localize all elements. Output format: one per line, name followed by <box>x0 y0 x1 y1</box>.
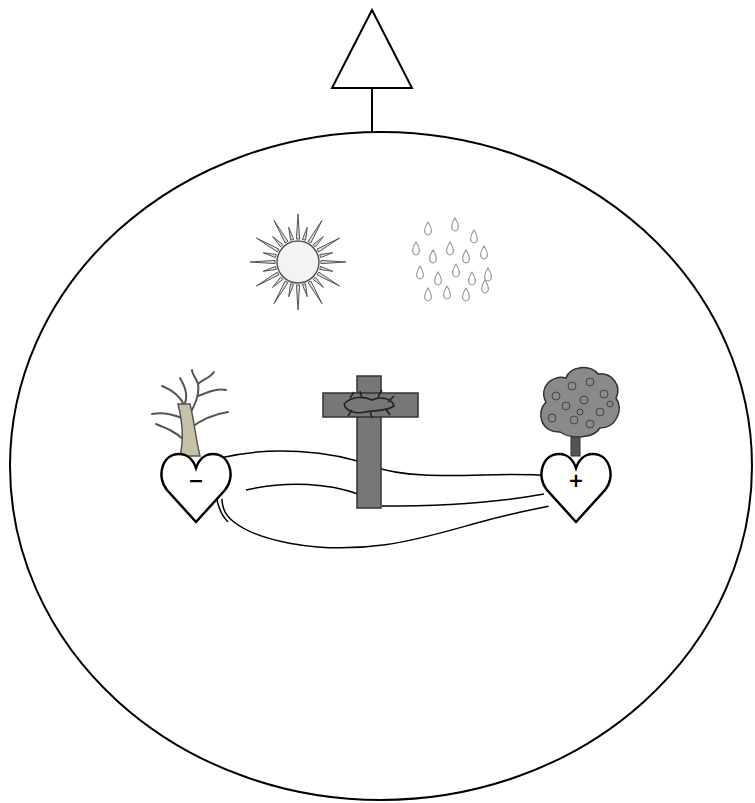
sun-ray <box>320 266 333 271</box>
rain-drop <box>447 242 454 255</box>
sun-ray <box>317 238 340 252</box>
sun-ray <box>313 277 323 287</box>
sun-ray <box>296 214 299 239</box>
sun-disc <box>277 241 319 283</box>
sun-ray <box>263 266 276 271</box>
rain-drop <box>463 250 470 263</box>
sun-ray <box>302 284 307 297</box>
rain-drop <box>425 288 432 301</box>
rain-symbol <box>413 218 492 301</box>
sun-ray <box>302 227 307 240</box>
heart-sign: + <box>540 469 612 491</box>
sun-ray <box>263 253 276 258</box>
rain-drop <box>430 250 437 263</box>
world-circle <box>10 132 752 800</box>
rain-drop <box>435 272 442 285</box>
sun-ray <box>296 285 299 310</box>
rain-drop <box>482 280 489 293</box>
sun-ray <box>256 272 279 286</box>
rain-drop <box>417 266 424 279</box>
rain-drop <box>471 230 478 243</box>
sun-ray <box>321 260 346 263</box>
cross-symbol <box>323 376 418 508</box>
rain-drop <box>469 272 476 285</box>
rain-drop <box>485 268 492 281</box>
rain-drop <box>481 246 488 259</box>
band-rim <box>222 499 549 548</box>
sun-ray <box>273 277 283 287</box>
stem-line <box>371 88 373 132</box>
sun-ray <box>289 284 294 297</box>
sun-ray <box>313 237 323 247</box>
sun-ray <box>274 220 288 243</box>
sun-ray <box>289 227 294 240</box>
rain-drop <box>463 288 470 301</box>
sun-ray <box>273 237 283 247</box>
rain-drop <box>425 222 432 235</box>
sun-ray <box>320 253 333 258</box>
sun-ray <box>250 260 275 263</box>
heart-sign: − <box>160 469 232 491</box>
leafy-tree <box>541 368 619 456</box>
sun-ray <box>308 281 322 304</box>
heart-shape: + <box>540 450 612 524</box>
rain-drop <box>453 264 460 277</box>
triangle-symbol <box>332 10 412 88</box>
rain-drop <box>413 242 420 255</box>
heart-shape: − <box>160 450 232 524</box>
sun-symbol <box>250 214 346 310</box>
dead-tree <box>152 370 228 456</box>
rain-drop <box>444 286 451 299</box>
rain-drop <box>452 218 459 231</box>
